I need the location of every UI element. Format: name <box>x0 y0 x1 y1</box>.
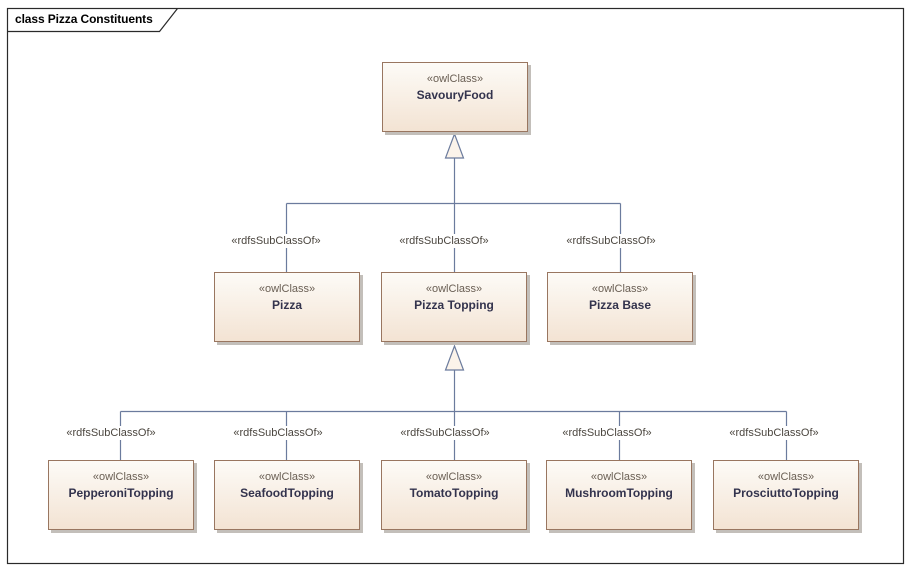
class-name: Pizza Topping <box>414 298 494 312</box>
class-stereotype: «owlClass» <box>92 471 150 483</box>
connector-label: «rdfsSubClassOf» <box>726 426 822 440</box>
class-box-pepperonitopping[interactable]: «owlClass» PepperoniTopping <box>48 460 194 530</box>
class-name: Pizza Base <box>588 298 652 312</box>
class-name: ProsciuttoTopping <box>733 486 839 500</box>
class-box-pizza-topping[interactable]: «owlClass» Pizza Topping <box>381 272 527 342</box>
connector-label: «rdfsSubClassOf» <box>559 426 655 440</box>
diagram-frame <box>6 7 905 565</box>
connector-label: «rdfsSubClassOf» <box>397 426 493 440</box>
connector-label: «rdfsSubClassOf» <box>396 234 492 248</box>
class-name: MushroomTopping <box>565 486 673 500</box>
class-name: SeafoodTopping <box>240 486 334 500</box>
class-box-pizza[interactable]: «owlClass» Pizza <box>214 272 360 342</box>
class-name: TomatoTopping <box>409 486 499 500</box>
generalization-arrowhead-icon <box>444 344 465 371</box>
class-stereotype: «owlClass» <box>425 471 483 483</box>
class-stereotype: «owlClass» <box>757 471 815 483</box>
class-stereotype: «owlClass» <box>591 283 649 295</box>
diagram-title-tab-outline <box>7 8 178 33</box>
class-stereotype: «owlClass» <box>426 73 484 85</box>
class-box-seafoodtopping[interactable]: «owlClass» SeafoodTopping <box>214 460 360 530</box>
connector-label: «rdfsSubClassOf» <box>63 426 159 440</box>
class-stereotype: «owlClass» <box>258 471 316 483</box>
class-name: SavouryFood <box>416 88 494 102</box>
class-stereotype: «owlClass» <box>258 283 316 295</box>
class-box-pizza-base[interactable]: «owlClass» Pizza Base <box>547 272 693 342</box>
connector-label: «rdfsSubClassOf» <box>563 234 659 248</box>
class-box-savouryfood[interactable]: «owlClass» SavouryFood <box>382 62 528 132</box>
generalization-arrowhead-icon <box>444 132 465 159</box>
class-box-tomatotopping[interactable]: «owlClass» TomatoTopping <box>381 460 527 530</box>
class-name: PepperoniTopping <box>68 486 174 500</box>
class-name: Pizza <box>271 298 302 312</box>
class-box-mushroomtopping[interactable]: «owlClass» MushroomTopping <box>546 460 692 530</box>
class-box-prosciuttotopping[interactable]: «owlClass» ProsciuttoTopping <box>713 460 859 530</box>
class-stereotype: «owlClass» <box>425 283 483 295</box>
generalization-connector-to-savouryfood <box>285 132 622 272</box>
connector-label: «rdfsSubClassOf» <box>228 234 324 248</box>
connector-label: «rdfsSubClassOf» <box>230 426 326 440</box>
class-stereotype: «owlClass» <box>590 471 648 483</box>
generalization-connector-to-pizzatopping <box>119 344 788 460</box>
diagram-title: class Pizza Constituents <box>15 12 153 26</box>
